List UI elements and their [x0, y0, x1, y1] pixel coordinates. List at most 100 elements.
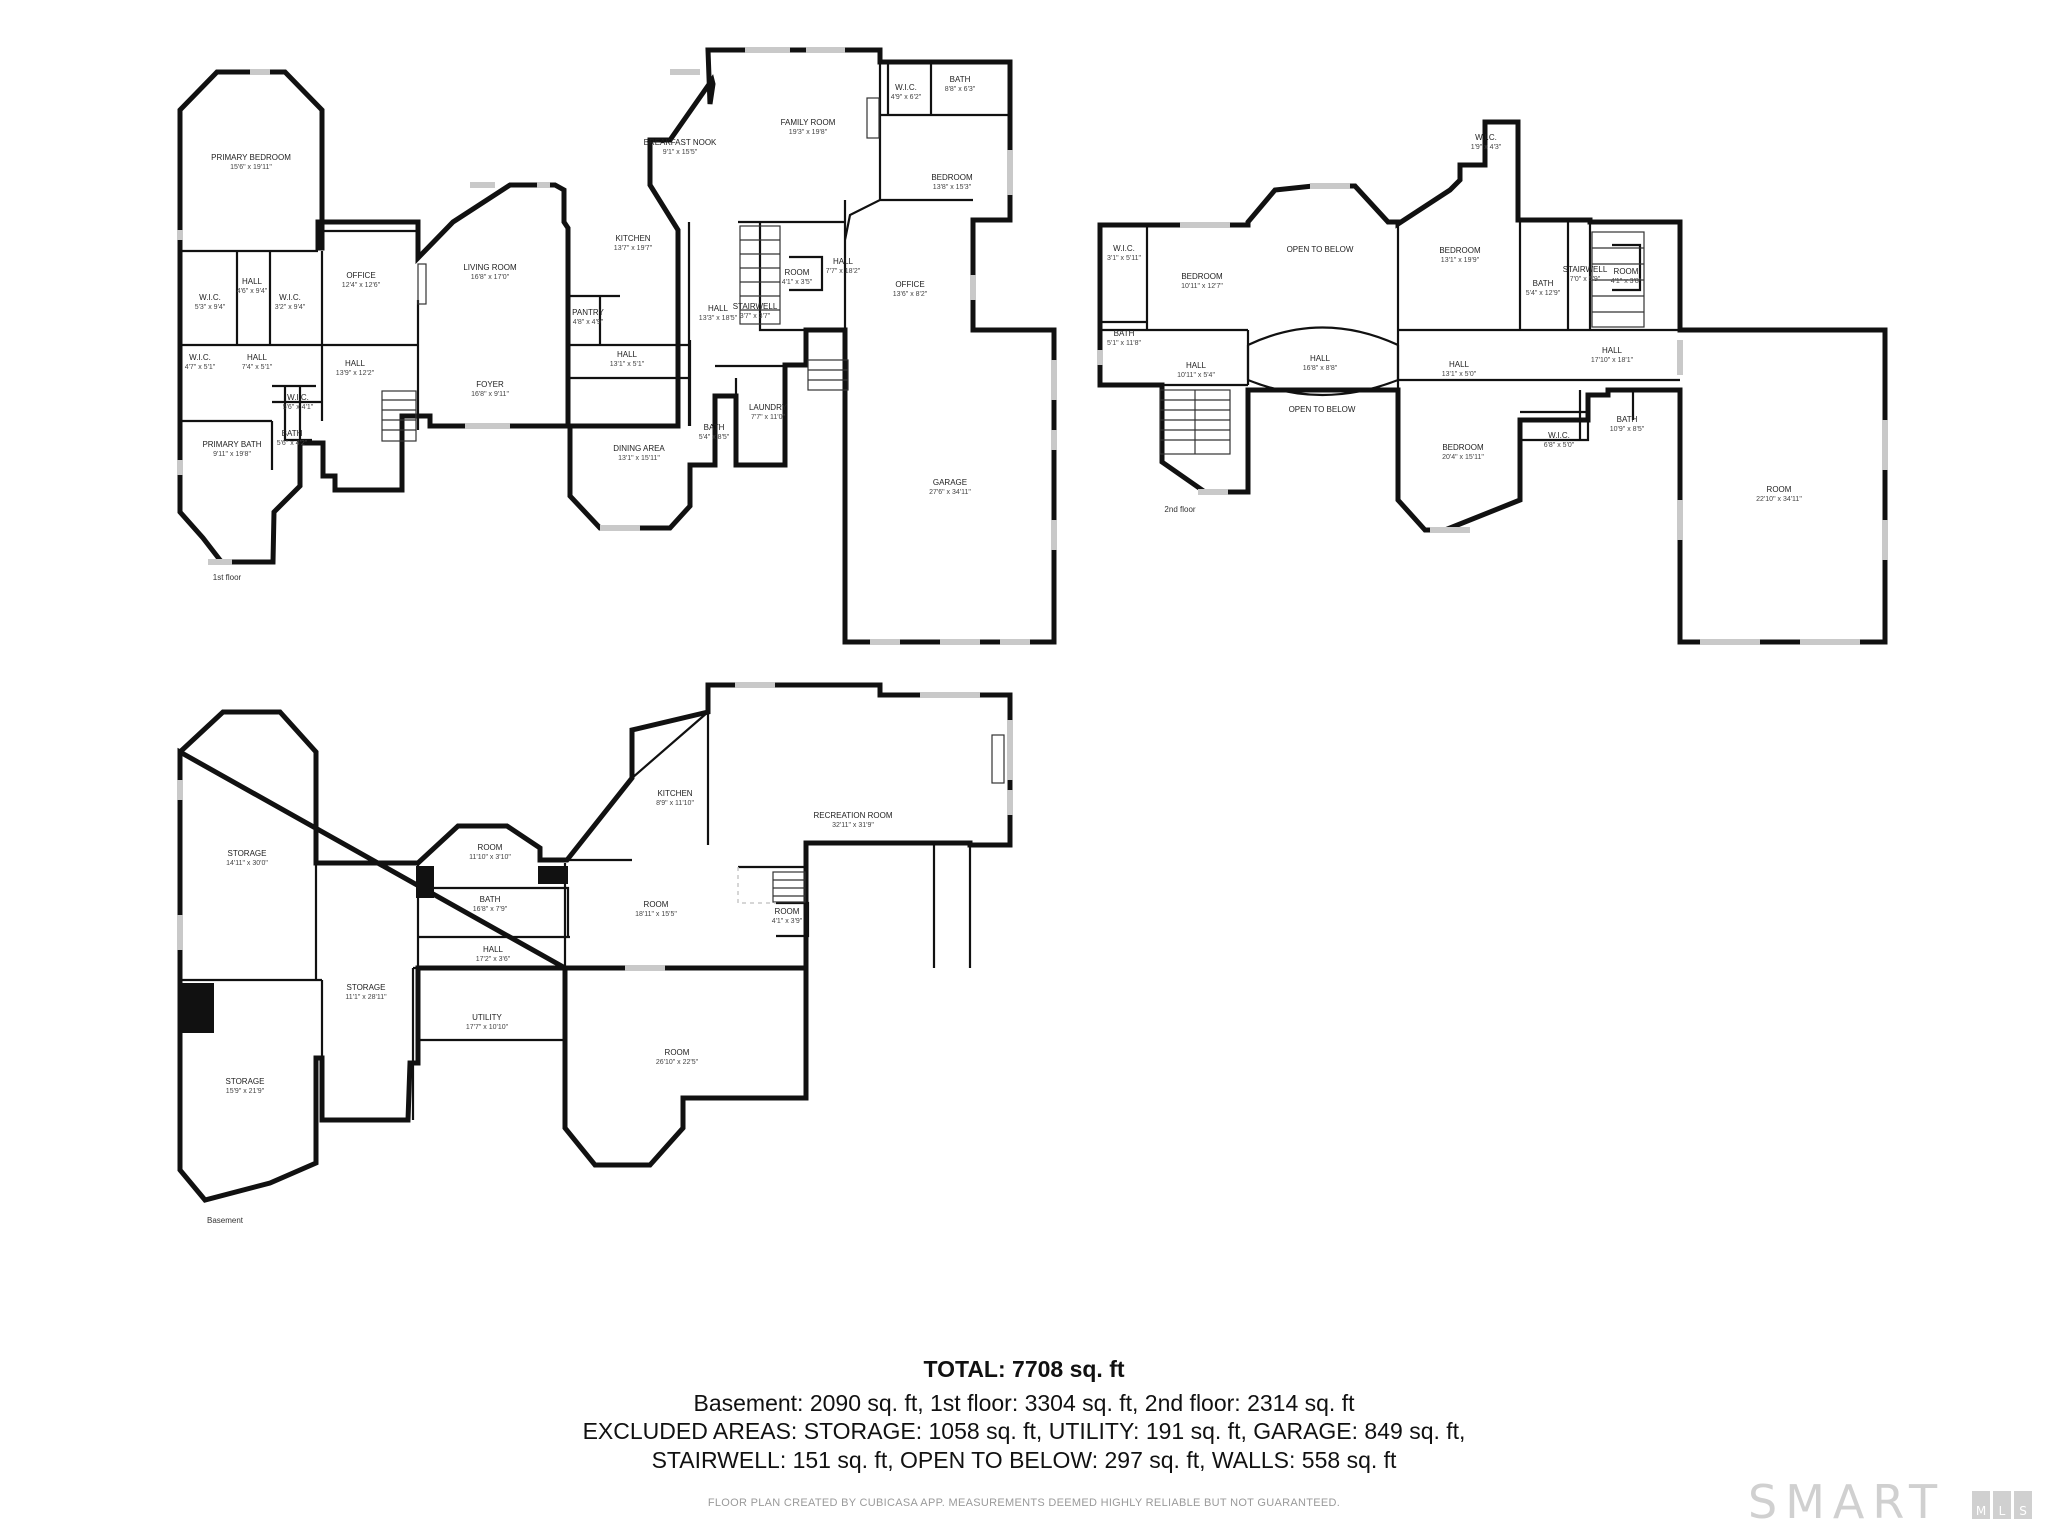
- room-dimensions: 7'7" x 11'0": [751, 414, 785, 421]
- room-name: STORAGE: [228, 849, 267, 858]
- room-dimensions: 13'6" x 8'2": [893, 291, 928, 298]
- room-open-below-1: OPEN TO BELOW: [1287, 245, 1354, 254]
- room-name: BATH: [704, 423, 725, 432]
- room-name: HALL: [483, 945, 504, 954]
- fireplace-office: [417, 263, 427, 305]
- room-name: HALL: [833, 257, 854, 266]
- first-floor-exterior-walls: [177, 47, 1057, 645]
- room-name: OFFICE: [895, 280, 924, 289]
- room-name: KITCHEN: [657, 789, 692, 798]
- room-dimensions: 17'10" x 18'1": [1591, 357, 1634, 364]
- room-name: ROOM: [775, 907, 800, 916]
- room-name: W.I.C.: [287, 393, 309, 402]
- room-name: W.I.C.: [189, 353, 211, 362]
- room-dimensions: 9'1" x 15'5": [663, 149, 698, 156]
- room-wic-1: W.I.C.5'3" x 9'4": [195, 293, 226, 311]
- room-name: W.I.C.: [279, 293, 301, 302]
- room-dimensions: 16'8" x 17'0": [471, 274, 510, 281]
- second-floor-stairs: [1159, 231, 1645, 455]
- room-name: HALL: [242, 277, 263, 286]
- room-name: FAMILY ROOM: [781, 118, 836, 127]
- room-name: BATH: [282, 429, 303, 438]
- room-name: OPEN TO BELOW: [1289, 405, 1356, 414]
- room-dimensions: 4'9" x 6'2": [891, 94, 922, 101]
- room-name: HALL: [345, 359, 366, 368]
- room-name: ROOM: [665, 1048, 690, 1057]
- basement-column-2: [538, 866, 568, 884]
- mls-letter-l: L: [1993, 1491, 2011, 1519]
- room-name: PRIMARY BATH: [202, 440, 261, 449]
- room-name: GARAGE: [933, 478, 967, 487]
- room-dimensions: 5'1" x 11'8": [1107, 340, 1141, 347]
- mls-letter-m: M: [1972, 1491, 1990, 1519]
- second-floor-balcony-rail: [1246, 326, 1400, 397]
- room-dimensions: 12'4" x 12'6": [342, 282, 381, 289]
- room-name: BATH: [480, 895, 501, 904]
- room-name: HALL: [1310, 354, 1331, 363]
- room-garage: GARAGE 27'6" x 34'11": [929, 478, 971, 496]
- room-name: PANTRY: [572, 308, 604, 317]
- room-wic-5: W.I.C.4'9" x 6'2": [891, 83, 922, 101]
- smart-mls-logo: SMART M L S: [1748, 1475, 2032, 1529]
- room-dimensions: 5'4" x 12'9": [1526, 290, 1561, 297]
- room-dimensions: 13'8" x 15'3": [933, 184, 972, 191]
- room-wic-3: W.I.C.4'7" x 5'1": [185, 353, 216, 371]
- room-bath-3: BATH 5'4" x 8'5": [699, 423, 730, 441]
- room-dimensions: 10'11" x 5'4": [1177, 372, 1215, 379]
- room-name: BEDROOM: [1439, 246, 1481, 255]
- basement-stair-outline: [737, 867, 776, 904]
- total-area: TOTAL: 7708 sq. ft: [923, 1356, 1125, 1382]
- room-dimensions: 13'1" x 15'11": [618, 455, 660, 462]
- room-name: BATH: [1114, 329, 1135, 338]
- basement-column-1: [416, 866, 434, 898]
- room-name: BEDROOM: [931, 173, 973, 182]
- room-bath-s1: BATH 5'1" x 11'8": [1107, 329, 1141, 347]
- second-floor-interior-walls: [1098, 220, 1680, 442]
- fireplace-family-room: [866, 97, 880, 139]
- room-name: HALL: [1186, 361, 1207, 370]
- room-name: HALL: [1449, 360, 1470, 369]
- room-dimensions: 15'6" x 19'11": [230, 164, 272, 171]
- floor-areas-line: Basement: 2090 sq. ft, 1st floor: 3304 s…: [693, 1390, 1355, 1416]
- room-dimensions: 5'6" x 4'1": [283, 404, 314, 411]
- room-wic-s2: W.I.C.1'9" x 4'3": [1471, 133, 1502, 151]
- room-hall-5: HALL 7'7" x 18'2": [826, 257, 861, 275]
- room-dimensions: 5'4" x 8'5": [699, 434, 730, 441]
- room-dimensions: 7'7" x 18'2": [826, 268, 861, 275]
- room-name: OPEN TO BELOW: [1287, 245, 1354, 254]
- room-dimensions: 13'9" x 12'2": [336, 370, 375, 377]
- smart-wordmark: SMART: [1748, 1475, 1946, 1529]
- room-name: DINING AREA: [613, 444, 665, 453]
- room-name: RECREATION ROOM: [814, 811, 893, 820]
- room-dimensions: 16'8" x 9'11": [471, 391, 509, 398]
- room-dimensions: 4'1" x 3'5": [782, 279, 813, 286]
- room-name: W.I.C.: [1548, 431, 1570, 440]
- room-dimensions: 20'4" x 15'11": [1442, 454, 1484, 461]
- room-dimensions: 13'7" x 19'7": [614, 245, 653, 252]
- room-dimensions: 27'6" x 34'11": [929, 489, 971, 496]
- basement-interior-walls: [180, 711, 972, 1120]
- room-dimensions: 22'10" x 34'11": [1756, 496, 1802, 503]
- room-wic-s1: W.I.C.3'1" x 5'11": [1107, 244, 1141, 262]
- second-floor-exterior-walls: [1097, 119, 1888, 645]
- room-name: UTILITY: [472, 1013, 502, 1022]
- first-floor-plan: [177, 47, 1057, 645]
- room-dimensions: 7'0" x 5'9": [1570, 276, 1601, 283]
